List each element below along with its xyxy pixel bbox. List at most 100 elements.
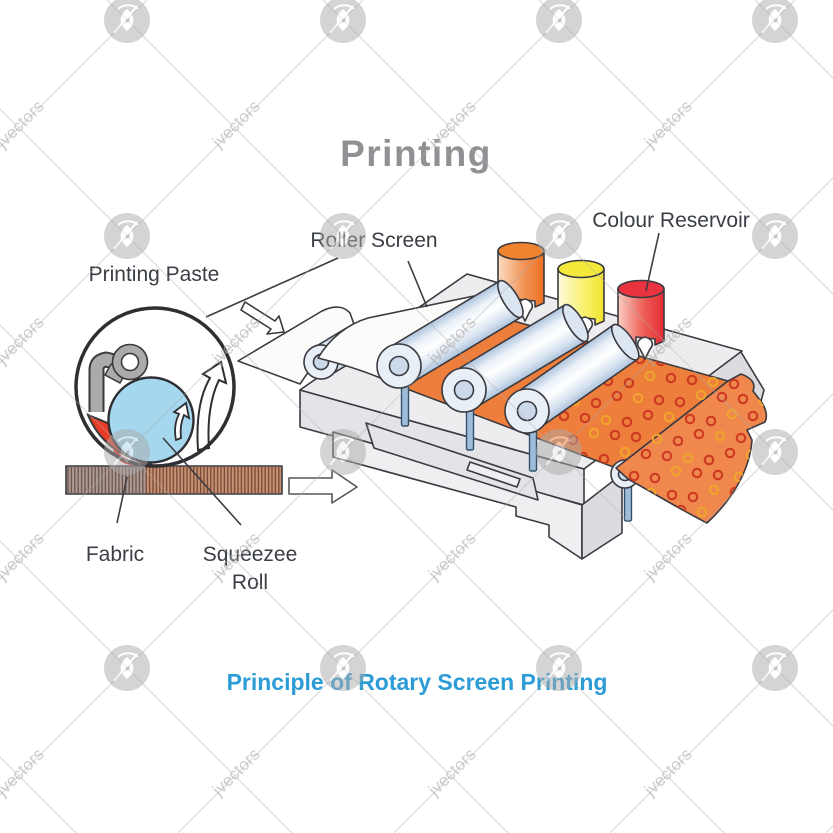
pattern-dot bbox=[744, 332, 756, 344]
page-title: Printing bbox=[340, 133, 492, 174]
watermark-line bbox=[0, 0, 364, 364]
pattern-dot bbox=[760, 356, 767, 368]
pen-nib-icon bbox=[104, 429, 150, 475]
leader-lines bbox=[116, 232, 660, 526]
pen-nib-icon bbox=[752, 213, 798, 259]
pen-nib-icon bbox=[752, 645, 798, 691]
pattern-dot bbox=[735, 432, 747, 444]
pattern-dot bbox=[682, 452, 694, 464]
pattern-dot bbox=[619, 446, 631, 458]
pen-nib-icon bbox=[320, 213, 366, 259]
pattern-dot bbox=[663, 411, 675, 423]
pen-nib-icon bbox=[104, 213, 150, 259]
pattern-dot bbox=[628, 470, 640, 482]
pen-nib-icon bbox=[104, 645, 150, 691]
output-roller-pin bbox=[623, 483, 633, 522]
pattern-dot bbox=[558, 410, 570, 422]
watermark-line bbox=[0, 0, 148, 148]
pattern-dot bbox=[588, 427, 600, 439]
pen-nib-icon bbox=[752, 429, 798, 475]
pattern-dot bbox=[611, 390, 623, 402]
flow-arrow-right bbox=[288, 469, 358, 504]
pattern-dot bbox=[653, 394, 665, 406]
screen-roller-2 bbox=[441, 303, 589, 451]
watermark-line bbox=[0, 108, 725, 833]
watermark-text: jvectors bbox=[0, 529, 48, 585]
pipe-ring bbox=[112, 344, 148, 380]
pen-nib-icon bbox=[536, 0, 582, 43]
pattern-dot bbox=[665, 372, 677, 384]
pattern-dot bbox=[705, 415, 717, 427]
watermark-text: jvectors bbox=[640, 745, 696, 801]
fabric-strip-weave bbox=[67, 467, 280, 493]
watermark-line bbox=[609, 609, 833, 833]
pattern-dot bbox=[726, 408, 738, 420]
pattern-dot bbox=[654, 511, 666, 523]
roller-screen-leader bbox=[407, 260, 428, 308]
pattern-dot bbox=[737, 393, 749, 405]
pattern-dot bbox=[750, 488, 762, 500]
pen-nib-icon bbox=[752, 0, 798, 43]
pattern-dot bbox=[633, 509, 645, 521]
pattern-dot bbox=[672, 435, 684, 447]
pattern-dot bbox=[640, 448, 652, 460]
front-groove bbox=[365, 422, 539, 501]
pattern-dot bbox=[590, 397, 602, 409]
pen-nib-icon bbox=[320, 645, 366, 691]
front-slot bbox=[466, 461, 521, 488]
pattern-dot bbox=[642, 409, 654, 421]
pattern-dot bbox=[621, 416, 633, 428]
pattern-dot bbox=[703, 454, 715, 466]
watermark-text: jvectors bbox=[640, 529, 696, 585]
magnifier-circle bbox=[74, 306, 236, 468]
watermark-line bbox=[393, 393, 833, 833]
pattern-dot bbox=[632, 392, 644, 404]
watermark-text: jvectors bbox=[0, 745, 48, 801]
watermark-text: jvectors bbox=[208, 97, 264, 153]
pattern-dot bbox=[754, 473, 766, 485]
pattern-dot bbox=[693, 428, 705, 440]
watermark-text: jvectors bbox=[640, 97, 696, 153]
watermark-line bbox=[0, 324, 509, 833]
pattern-dot bbox=[651, 433, 663, 445]
pattern-dot bbox=[747, 410, 759, 422]
pattern-dot bbox=[708, 484, 720, 496]
fabric-leader bbox=[116, 476, 128, 524]
watermark-line bbox=[0, 0, 796, 796]
pattern-dot bbox=[724, 447, 736, 459]
pattern-dot bbox=[728, 378, 740, 390]
pattern-dot bbox=[716, 391, 728, 403]
flow-arrow-diagonal bbox=[240, 301, 285, 335]
nozzle bbox=[636, 336, 654, 360]
watermark-line bbox=[322, 0, 833, 511]
watermark-text: jvectors bbox=[0, 97, 48, 153]
printing-machine bbox=[205, 241, 768, 560]
watermark-line bbox=[177, 177, 833, 833]
label-squeezee-roll: Roll bbox=[232, 571, 268, 594]
colour-reservoir-leader bbox=[645, 232, 660, 292]
watermark-line bbox=[0, 0, 580, 580]
pattern-dot bbox=[600, 414, 612, 426]
pen-nib-icon bbox=[536, 213, 582, 259]
fabric-strip bbox=[65, 465, 283, 495]
magnifier-inset bbox=[65, 301, 358, 504]
pattern-dot bbox=[674, 396, 686, 408]
pen-nib-icon bbox=[320, 0, 366, 43]
pen-nib-icon bbox=[536, 429, 582, 475]
pattern-dot bbox=[644, 370, 656, 382]
paste-pipe bbox=[90, 353, 122, 412]
screen-roller-1 bbox=[376, 279, 524, 427]
pattern-dot bbox=[623, 377, 635, 389]
watermark-text: jvectors bbox=[0, 313, 48, 369]
pattern-dot bbox=[695, 389, 707, 401]
watermark-line bbox=[0, 540, 293, 833]
pattern-dot bbox=[696, 506, 708, 518]
pen-nib-icon bbox=[536, 645, 582, 691]
watermark-line bbox=[538, 0, 833, 295]
screen-roller-3 bbox=[504, 323, 640, 472]
watermark-text: jvectors bbox=[208, 745, 264, 801]
pattern-dot bbox=[598, 453, 610, 465]
label-printing-paste: Printing Paste bbox=[89, 263, 220, 286]
